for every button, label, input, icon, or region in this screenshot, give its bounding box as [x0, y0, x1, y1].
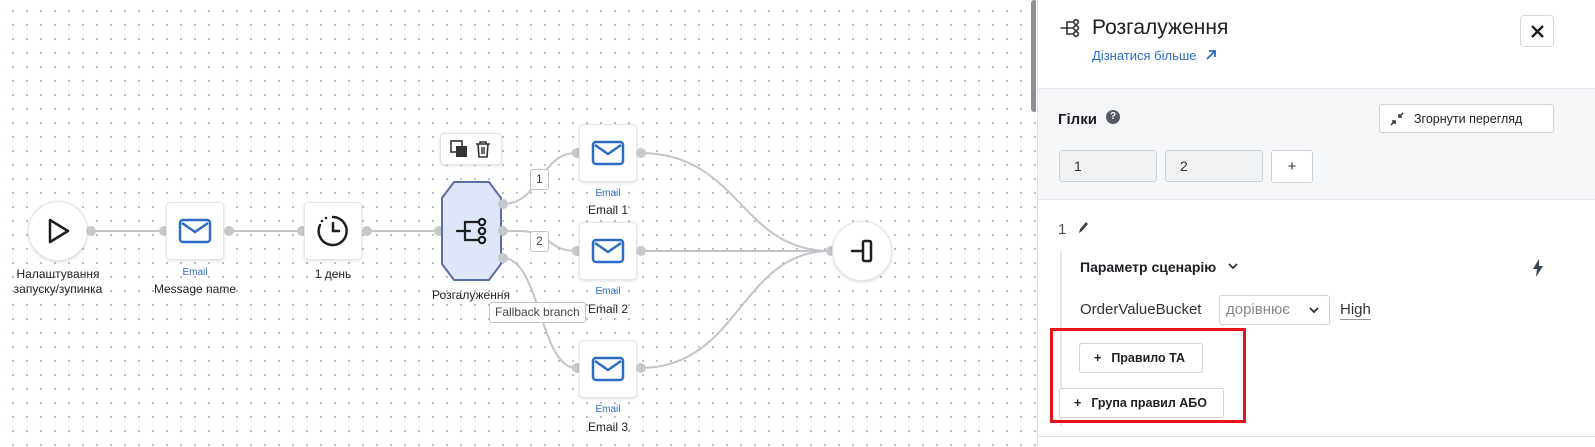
branch-tag-1: 1 [530, 169, 549, 190]
email-2-label: Email 2 [587, 302, 628, 316]
envelope-icon [178, 218, 212, 244]
envelope-icon [591, 356, 625, 382]
email-3-label: Email 3 [587, 420, 628, 434]
add-or-group-label: Група правил АБО [1091, 396, 1207, 410]
branch-tab-1[interactable]: 1 [1059, 150, 1157, 182]
plus-icon: + [1074, 396, 1082, 410]
operator-value: дорівнює [1226, 301, 1290, 318]
operator-select[interactable]: дорівнює [1219, 295, 1330, 325]
output-port[interactable] [636, 246, 646, 256]
chevron-down-icon [1309, 307, 1319, 314]
pencil-icon[interactable] [1077, 221, 1089, 235]
split-node[interactable] [440, 180, 503, 282]
node-toolbar [440, 133, 502, 165]
properties-panel: Розгалуження Дізнатися більше Гілки ? Зг… [1037, 0, 1595, 447]
exit-node[interactable] [832, 221, 892, 281]
branch-tag-fallback: Fallback branch [489, 302, 586, 323]
envelope-icon [591, 140, 625, 166]
field-name: OrderValueBucket [1080, 301, 1202, 318]
input-port[interactable] [297, 226, 307, 236]
collapse-view-button[interactable]: Згорнути перегляд [1379, 104, 1554, 133]
input-port[interactable] [159, 226, 169, 236]
add-or-group-button[interactable]: + Група правил АБО [1059, 388, 1224, 418]
node-type-label: Email [595, 188, 621, 199]
node-type-label: Email [595, 404, 621, 415]
help-icon[interactable]: ? [1106, 110, 1120, 124]
panel-title: Розгалуження [1092, 16, 1229, 39]
split-node-label: Розгалуження [432, 288, 510, 302]
email-1-label: Email 1 [587, 203, 628, 217]
input-port[interactable] [572, 246, 582, 256]
email-node-message[interactable] [166, 202, 224, 260]
branch-tag-2: 2 [530, 231, 549, 252]
close-button[interactable] [1520, 15, 1554, 47]
branch-icon [1060, 18, 1080, 38]
input-port[interactable] [826, 246, 836, 256]
input-port[interactable] [572, 148, 582, 158]
node-type-label: Email [595, 286, 621, 297]
email-node-3[interactable] [579, 340, 637, 398]
output-port[interactable] [498, 226, 508, 236]
start-node-label: Налаштування запуску/зупинка [13, 267, 103, 296]
collapse-icon [1390, 111, 1404, 126]
rule-group [1060, 251, 1580, 426]
canvas-scrollbar[interactable] [1031, 0, 1036, 112]
branch-number: 1 [1058, 221, 1089, 238]
output-port[interactable] [224, 226, 234, 236]
timer-icon [317, 215, 348, 247]
message-node-label: Message name [153, 282, 237, 296]
workflow-canvas[interactable]: Налаштування запуску/зупинка Email Messa… [0, 0, 1036, 447]
duplicate-icon[interactable] [450, 140, 468, 158]
delay-node-label: 1 день [314, 267, 352, 281]
branch-icon [455, 217, 487, 245]
input-port[interactable] [434, 226, 444, 236]
input-port[interactable] [572, 363, 582, 373]
plus-icon: + [1094, 351, 1102, 365]
highlight-box [1050, 328, 1246, 423]
value-input[interactable]: High [1340, 301, 1371, 320]
branch-number-label: 1 [1058, 221, 1067, 238]
play-icon [48, 218, 70, 244]
learn-more-link[interactable]: Дізнатися більше [1092, 48, 1217, 63]
output-port[interactable] [498, 253, 508, 263]
branches-title: Гілки [1058, 111, 1097, 128]
output-port[interactable] [636, 148, 646, 158]
add-branch-button[interactable]: + [1271, 150, 1313, 183]
branches-section: Гілки ? Згорнути перегляд 1 2 + [1038, 88, 1595, 200]
connection-lines [90, 152, 831, 369]
envelope-icon [591, 238, 625, 264]
email-node-2[interactable] [579, 222, 637, 280]
divider [1038, 436, 1595, 437]
parameter-dropdown[interactable]: Параметр сценарію [1080, 259, 1238, 275]
add-and-rule-button[interactable]: + Правило ТА [1079, 343, 1203, 373]
start-node[interactable] [28, 201, 88, 261]
panel-header: Розгалуження Дізнатися більше [1038, 0, 1595, 88]
output-port[interactable] [636, 363, 646, 373]
parameter-label: Параметр сценарію [1080, 259, 1217, 275]
chevron-down-icon [1228, 263, 1238, 270]
close-icon [1530, 24, 1544, 38]
learn-more-label: Дізнатися більше [1092, 48, 1197, 63]
node-type-label: Email [182, 267, 208, 278]
branch-tab-2[interactable]: 2 [1165, 150, 1263, 182]
output-port[interactable] [362, 226, 372, 236]
exit-icon [850, 239, 873, 263]
email-node-1[interactable] [579, 124, 637, 182]
trash-icon[interactable] [474, 140, 492, 158]
collapse-view-label: Згорнути перегляд [1414, 111, 1523, 126]
output-port[interactable] [86, 226, 96, 236]
add-and-rule-label: Правило ТА [1111, 351, 1186, 365]
external-link-icon [1206, 50, 1217, 60]
bolt-icon[interactable] [1532, 259, 1544, 277]
output-port[interactable] [498, 199, 508, 209]
delay-node[interactable] [304, 202, 362, 260]
